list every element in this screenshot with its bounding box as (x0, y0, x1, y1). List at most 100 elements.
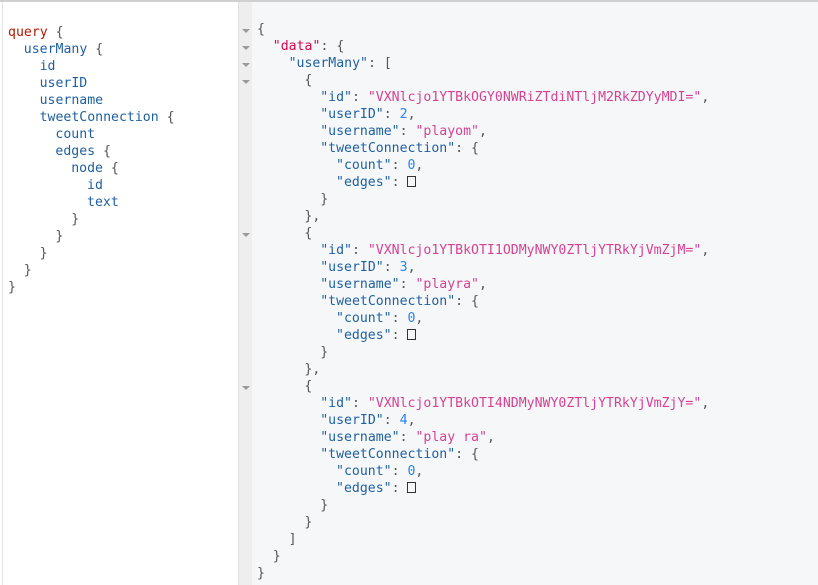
result-token: "count" (336, 464, 392, 479)
result-token: : (391, 481, 408, 496)
result-line: "tweetConnection": { (257, 293, 709, 310)
result-token: , (407, 260, 416, 275)
result-line: "id": "VXNlcjo1YTBkOTI1ODMyNWY0ZTljYTRkY… (257, 242, 709, 259)
result-token: } (257, 566, 265, 581)
query-token: id (87, 178, 103, 193)
fold-toggle-icon[interactable] (242, 80, 250, 84)
result-line: "username": "playra", (257, 276, 709, 293)
result-token: } (320, 192, 329, 207)
result-token: "userID" (320, 107, 384, 122)
result-token: 4 (399, 413, 408, 428)
result-token: : [ (368, 56, 392, 71)
query-token: query (8, 25, 48, 40)
result-line: "tweetConnection": { (257, 140, 709, 157)
result-json: {"data": {"userMany": [{"id": "VXNlcjo1Y… (257, 21, 709, 582)
result-token: "username" (320, 430, 400, 445)
result-line: "edges": (257, 327, 709, 344)
fold-toggle-icon[interactable] (242, 63, 250, 67)
result-token: , (486, 430, 495, 445)
result-token: , (701, 90, 710, 105)
result-line: { (257, 378, 709, 395)
query-line: node { (8, 160, 175, 177)
result-token: "play ra" (415, 430, 487, 445)
result-token: { (304, 73, 313, 88)
query-line: } (8, 245, 175, 262)
result-line: "count": 0, (257, 463, 709, 480)
query-line: id (8, 58, 175, 75)
result-line: "edges": (257, 480, 709, 497)
result-line: } (257, 191, 709, 208)
result-token: , (479, 277, 487, 292)
query-token: text (87, 195, 119, 210)
result-token: "tweetConnection" (320, 447, 456, 462)
result-token: "id" (320, 90, 352, 105)
result-token: , (415, 464, 424, 479)
result-line: ] (257, 531, 709, 548)
result-token: , (701, 396, 710, 411)
result-token: "userMany" (288, 56, 368, 71)
result-token: : { (455, 447, 479, 462)
result-line: } (257, 497, 709, 514)
result-token: : (383, 260, 400, 275)
query-token: { (47, 25, 64, 40)
result-token: , (479, 124, 487, 139)
result-token: 0 (407, 464, 416, 479)
result-line: }, (257, 208, 709, 225)
fold-toggle-icon[interactable] (242, 386, 250, 390)
fold-toggle-icon[interactable] (242, 29, 250, 33)
result-token: : (391, 175, 408, 190)
query-line: } (8, 262, 175, 279)
result-token: ] (288, 532, 297, 547)
query-token: count (55, 127, 96, 142)
result-line: "userID": 3, (257, 259, 709, 276)
result-token: "VXNlcjo1YTBkOTI4NDMyNWY0ZTljYTRkYjVmZjY… (367, 396, 702, 411)
fold-toggle-icon[interactable] (242, 233, 250, 237)
result-token: "username" (320, 124, 400, 139)
query-token: { (102, 161, 119, 176)
query-token: { (87, 42, 104, 57)
result-viewer: {"data": {"userMany": [{"id": "VXNlcjo1Y… (252, 2, 818, 585)
result-token: 3 (399, 260, 408, 275)
result-fold-gutter (238, 2, 252, 585)
result-token: "username" (320, 277, 400, 292)
result-token: : { (455, 141, 479, 156)
result-token: { (257, 22, 265, 37)
query-token: } (23, 263, 32, 278)
query-token: } (39, 246, 48, 261)
empty-array-icon (407, 482, 417, 493)
query-line: username (8, 92, 175, 109)
query-line: text (8, 194, 175, 211)
result-line: "edges": (257, 174, 709, 191)
result-token: : (351, 90, 368, 105)
query-line: } (8, 279, 175, 296)
result-token: "userID" (320, 260, 384, 275)
result-line: "userMany": [ (257, 55, 709, 72)
editor-gutter-line (2, 2, 3, 585)
result-token: "edges" (336, 175, 392, 190)
result-token: , (407, 413, 416, 428)
query-token: { (158, 110, 175, 125)
result-line: "userID": 4, (257, 412, 709, 429)
result-token: "edges" (336, 328, 392, 343)
result-token: : { (320, 39, 345, 54)
result-line: } (257, 344, 709, 361)
result-line: { (257, 72, 709, 89)
empty-array-icon (407, 329, 417, 340)
result-token: "count" (336, 311, 392, 326)
result-token: } (304, 515, 313, 530)
result-token: : (399, 430, 416, 445)
query-token: id (39, 59, 56, 74)
result-token: , (415, 311, 424, 326)
result-token: 0 (407, 158, 416, 173)
query-line: count (8, 126, 175, 143)
result-line: "count": 0, (257, 157, 709, 174)
fold-toggle-icon[interactable] (242, 46, 250, 50)
top-border (0, 0, 818, 2)
result-token: "data" (272, 39, 321, 54)
result-line: "username": "play ra", (257, 429, 709, 446)
result-token: "playra" (415, 277, 480, 292)
result-token: { (304, 226, 313, 241)
result-token: "VXNlcjo1YTBkOGY0NWRiZTdiNTljM2RkZDYyMDI… (367, 90, 702, 105)
